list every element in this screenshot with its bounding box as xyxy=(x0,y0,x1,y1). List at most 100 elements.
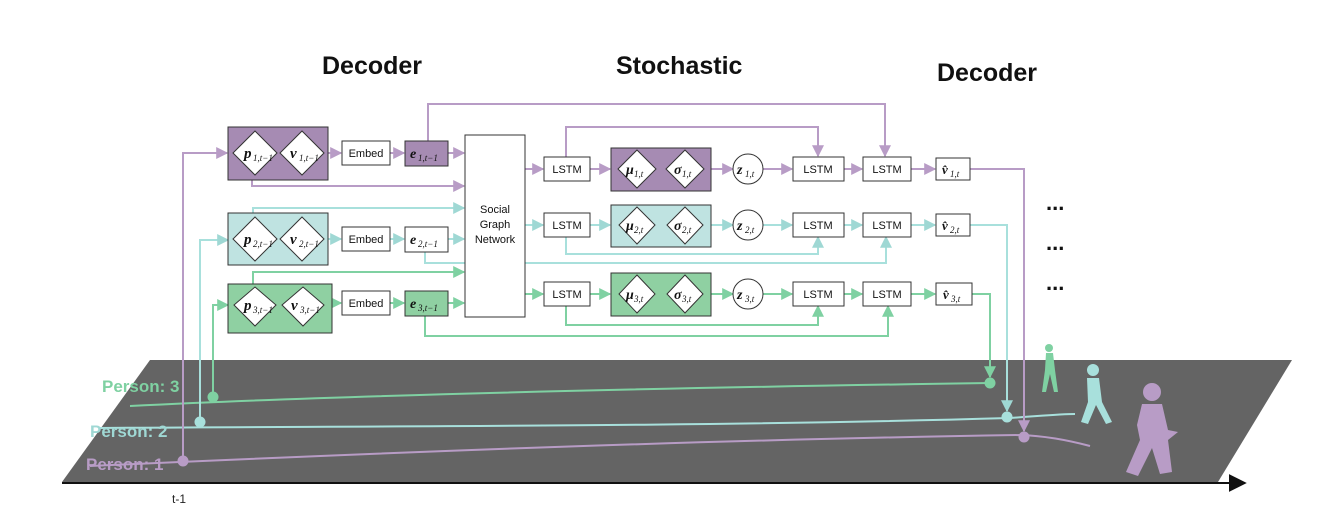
diamond-v2 xyxy=(279,216,325,262)
symbol-mu1: μ xyxy=(625,163,634,178)
lstm-decoder-a-person3: LSTM xyxy=(792,281,845,307)
symbol-sigma2: σ xyxy=(674,219,682,234)
z-node-person3: z 3,t xyxy=(732,278,764,310)
symbol-mu1-sub: 1,t xyxy=(634,169,644,179)
symbol-z3: z xyxy=(736,288,743,303)
person3-label: Person: 3 xyxy=(102,377,179,396)
sgn-label-line1: Social xyxy=(480,204,510,216)
musigma-box-person3: μ 3,t σ 3,t xyxy=(610,272,712,317)
ground-node-p3-end xyxy=(984,377,996,389)
header-decoder-left: Decoder xyxy=(322,52,422,80)
person1-label: Person: 1 xyxy=(86,455,163,474)
vhat-box-person3: v̂ 3,t xyxy=(935,282,973,306)
lstm-encoder-person1: LSTM xyxy=(543,156,591,182)
embed-box-person1: Embed xyxy=(341,140,391,166)
e-box-person1: e 1,t−1 xyxy=(404,140,449,167)
trajectory-person2 xyxy=(99,413,1076,429)
lstm-decoder-a-person1: LSTM xyxy=(792,156,845,182)
z-node-person1: z 1,t xyxy=(732,153,764,185)
skip-line-lstm3-decoder xyxy=(565,304,824,326)
symbol-e2: e xyxy=(410,233,416,248)
lstm-decoder-b-person2: LSTM xyxy=(862,212,912,238)
embed2-label: Embed xyxy=(349,234,384,246)
input-line-p1 xyxy=(182,147,229,461)
trajectory-person3 xyxy=(129,382,991,407)
input-line-p3 xyxy=(212,299,230,397)
symbol-z1-sub: 1,t xyxy=(745,169,755,179)
symbol-e3: e xyxy=(410,297,416,312)
symbol-z2: z xyxy=(736,219,743,234)
sgn-label-line2: Graph xyxy=(480,219,511,231)
diamond-v3 xyxy=(281,286,325,327)
skip-line-e1-decoder xyxy=(427,103,891,158)
symbol-sigma3-sub: 3,t xyxy=(681,294,692,304)
skip-line-p1-sgn xyxy=(251,180,466,192)
symbol-v1: v xyxy=(290,146,297,162)
diamond-p3 xyxy=(233,286,277,327)
header-stochastic: Stochastic xyxy=(616,52,743,80)
skip-line-e3-decoder xyxy=(424,304,894,337)
ellipsis-row1: ... xyxy=(1046,190,1064,215)
symbol-sigma3: σ xyxy=(674,288,682,303)
symbol-p3-sub: 3,t−1 xyxy=(252,305,273,315)
ground-plane xyxy=(62,360,1292,482)
symbol-e2-sub: 2,t−1 xyxy=(418,239,438,249)
symbol-vhat3-sub: 3,t xyxy=(950,294,961,304)
input-line-p2 xyxy=(199,234,230,422)
symbol-mu3: μ xyxy=(625,288,634,303)
embed-box-person2: Embed xyxy=(341,226,391,252)
lstm-encoder-person3: LSTM xyxy=(543,281,591,307)
sgn-label-line3: Network xyxy=(475,234,516,246)
musigma-box-person2: μ 2,t σ 2,t xyxy=(610,204,712,248)
vhat-box-person2: v̂ 2,t xyxy=(935,213,971,237)
symbol-vhat1: v̂ xyxy=(942,162,948,177)
pv-box-person3: p 3,t−1 v 3,t−1 xyxy=(227,283,333,334)
symbol-p2-sub: 2,t−1 xyxy=(253,239,273,249)
walker-person1-icon xyxy=(1126,383,1178,476)
lstm-enc1-label: LSTM xyxy=(552,164,581,176)
diamond-p1 xyxy=(232,130,278,176)
symbol-vhat2: v̂ xyxy=(942,218,948,233)
ellipsis-row3: ... xyxy=(1046,270,1064,295)
ground-node-p1-end xyxy=(1018,431,1030,443)
walker-person2-icon xyxy=(1081,364,1112,424)
lstm-dec-b2-label: LSTM xyxy=(872,220,901,232)
embed3-label: Embed xyxy=(349,298,384,310)
output-line-p1 xyxy=(970,168,1030,433)
lstm-decoder-b-person1: LSTM xyxy=(862,156,912,182)
e-box-person3: e 3,t−1 xyxy=(404,290,449,317)
lstm-dec-a1-label: LSTM xyxy=(803,164,832,176)
symbol-p1: p xyxy=(242,146,252,162)
embed-box-person3: Embed xyxy=(341,290,391,316)
symbol-sigma1-sub: 1,t xyxy=(682,169,692,179)
lstm-dec-b3-label: LSTM xyxy=(872,289,901,301)
symbol-sigma1: σ xyxy=(674,163,682,178)
lstm-decoder-a-person2: LSTM xyxy=(792,212,845,238)
skip-line-lstm2-decoder xyxy=(565,235,824,255)
symbol-v2-sub: 2,t−1 xyxy=(299,239,319,249)
output-line-p3 xyxy=(972,293,996,379)
pv-box-person2: p 2,t−1 v 2,t−1 xyxy=(227,212,329,266)
symbol-e1-sub: 1,t−1 xyxy=(418,153,438,163)
lstm-decoder-b-person3: LSTM xyxy=(862,281,912,307)
pv-box-person1: p 1,t−1 v 1,t−1 xyxy=(227,126,329,181)
symbol-v3: v xyxy=(291,298,298,314)
symbol-vhat1-sub: 1,t xyxy=(950,169,960,179)
walker-person3-icon xyxy=(1042,344,1058,392)
musigma-box-person1: μ 1,t σ 1,t xyxy=(610,147,712,192)
symbol-p3: p xyxy=(242,298,252,314)
lstm-enc2-label: LSTM xyxy=(552,220,581,232)
symbol-mu3-sub: 3,t xyxy=(633,294,644,304)
z-node-person2: z 2,t xyxy=(732,209,764,241)
symbol-z1: z xyxy=(736,163,743,178)
lstm-dec-a3-label: LSTM xyxy=(803,289,832,301)
skip-line-lstm1-decoder xyxy=(565,126,824,158)
lstm-dec-a2-label: LSTM xyxy=(803,220,832,232)
diamond-v1 xyxy=(279,130,325,176)
output-line-p2 xyxy=(970,224,1013,413)
lstm-enc3-label: LSTM xyxy=(552,289,581,301)
symbol-z2-sub: 2,t xyxy=(745,225,755,235)
symbol-p2: p xyxy=(242,232,252,248)
symbol-v3-sub: 3,t−1 xyxy=(299,305,320,315)
symbol-e3-sub: 3,t−1 xyxy=(417,303,438,313)
